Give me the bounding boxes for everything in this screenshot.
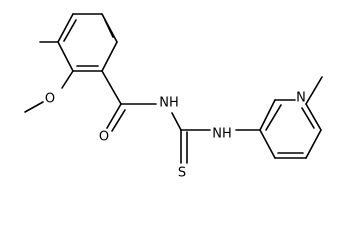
bond: [57, 41, 74, 72]
nh-to-thiocarbonyl-bond: [171, 112, 182, 131]
bond: [259, 129, 276, 159]
carbonyl-bond: [106, 103, 122, 129]
thio-sulfur: S: [178, 166, 186, 181]
bond: [101, 41, 118, 72]
benzene-ring: [57, 13, 118, 72]
methoxy-bond: [61, 70, 74, 89]
bond: [63, 19, 77, 42]
amide-nh: NH: [159, 96, 179, 111]
carbonyl-oxygen: O: [99, 130, 109, 145]
amine-nh: NH: [212, 127, 232, 142]
pyridine-nitrogen: N: [296, 91, 306, 106]
carbonyl-bond-double: [111, 109, 126, 132]
pyridine-methyl-bond: [305, 76, 323, 105]
molecule-canvas: O O NH S NH N: [24, 13, 323, 181]
bond: [57, 13, 74, 43]
ring-to-carbonyl-bond: [101, 70, 122, 105]
bond: [265, 104, 282, 131]
methoxy-oxygen: O: [45, 92, 55, 107]
pyridine-ring: [259, 99, 322, 159]
bond: [301, 107, 315, 129]
bond: [104, 19, 114, 38]
bond: [305, 129, 322, 159]
bond: [259, 99, 276, 131]
bond: [305, 103, 322, 131]
methoxy-methyl-bond: [24, 101, 44, 113]
molecule-structure: O O NH S NH N: [24, 13, 323, 181]
